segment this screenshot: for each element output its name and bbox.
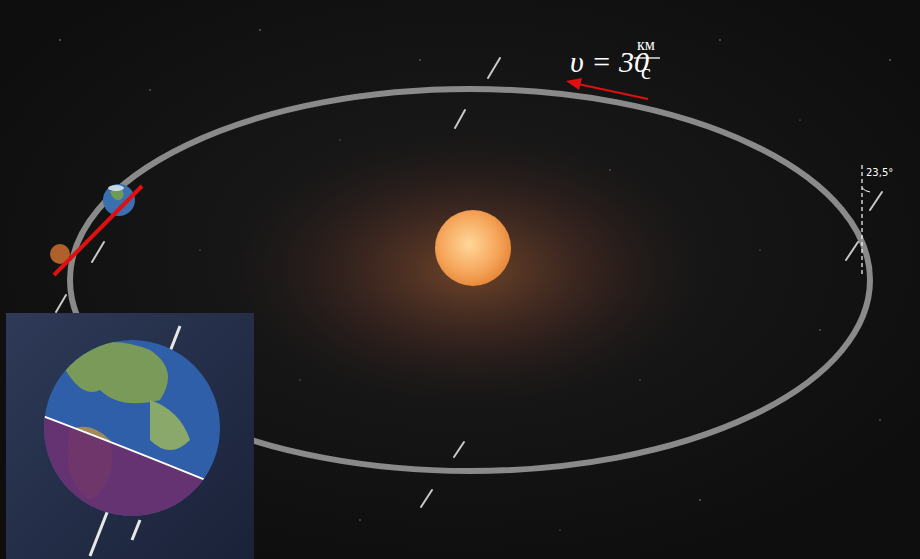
unit-denominator: с [641,61,651,83]
unit-numerator: км [637,37,655,53]
tilt-angle-label: 23,5° [866,168,893,178]
